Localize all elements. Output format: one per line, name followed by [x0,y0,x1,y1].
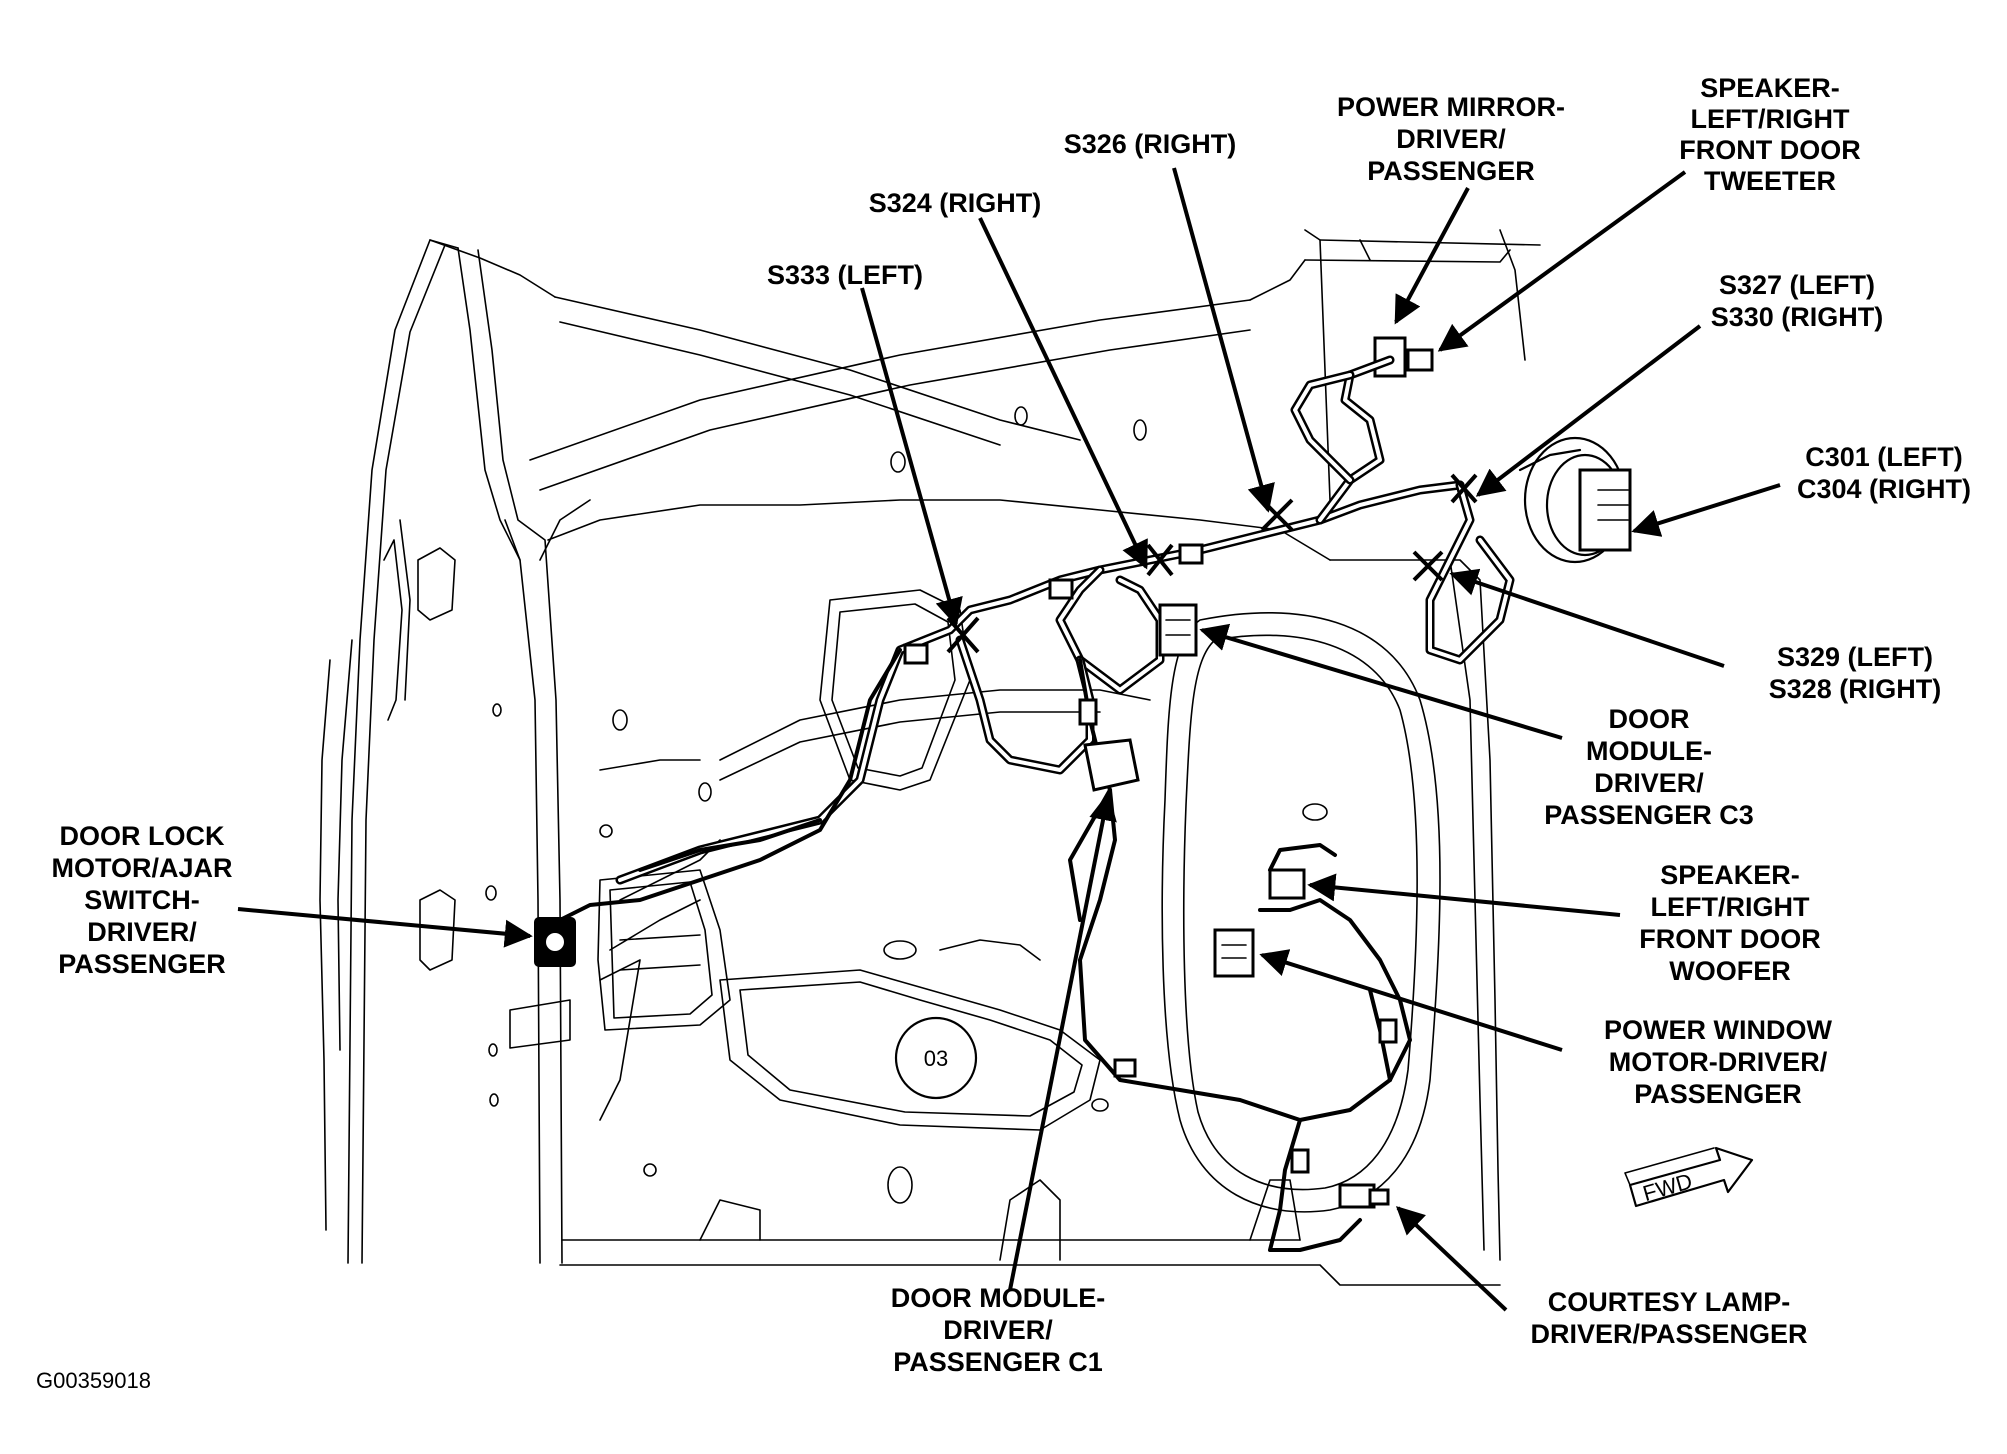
c1-connector [1083,738,1140,792]
wire-harness [538,355,1515,1252]
svg-text:DOOR MODULE-: DOOR MODULE- [891,1283,1105,1313]
svg-text:PASSENGER: PASSENGER [1634,1079,1802,1109]
label-door-lock: DOOR LOCK MOTOR/AJAR SWITCH- DRIVER/ PAS… [51,821,232,979]
svg-text:MODULE-: MODULE- [1586,736,1712,766]
svg-text:S330 (RIGHT): S330 (RIGHT) [1711,302,1884,332]
label-door-module-c1: DOOR MODULE- DRIVER/ PASSENGER C1 [891,1283,1105,1377]
svg-text:DOOR LOCK: DOOR LOCK [60,821,225,851]
label-c301-c304: C301 (LEFT) C304 (RIGHT) [1797,442,1971,504]
tweeter-connector [1373,336,1434,378]
svg-text:S327 (LEFT): S327 (LEFT) [1719,270,1875,300]
leader-lines [237,167,1781,1312]
svg-text:TWEETER: TWEETER [1704,166,1836,196]
label-s324-right: S324 (RIGHT) [869,188,1042,218]
svg-text:DRIVER/: DRIVER/ [1594,768,1704,798]
c3-connector [1158,603,1198,657]
label-s329-s328: S329 (LEFT) S328 (RIGHT) [1769,642,1942,704]
svg-text:FRONT DOOR: FRONT DOOR [1639,924,1821,954]
panel-stamp-text: 03 [924,1046,948,1071]
door-panel-outline [319,229,1754,1286]
svg-text:PASSENGER C1: PASSENGER C1 [893,1347,1103,1377]
label-s326-right: S326 (RIGHT) [1064,129,1237,159]
svg-text:PASSENGER: PASSENGER [58,949,226,979]
svg-text:POWER WINDOW: POWER WINDOW [1604,1015,1832,1045]
svg-text:PASSENGER C3: PASSENGER C3 [1544,800,1754,830]
power-window-connector [1213,928,1255,978]
svg-text:SPEAKER-: SPEAKER- [1700,73,1840,103]
fwd-arrow-label: FWD [1640,1168,1695,1206]
svg-text:S329 (LEFT): S329 (LEFT) [1777,642,1933,672]
woofer-connector [1268,868,1306,900]
label-door-module-c3: DOOR MODULE- DRIVER/ PASSENGER C3 [1544,704,1754,830]
svg-text:DRIVER/: DRIVER/ [87,917,197,947]
svg-text:LEFT/RIGHT: LEFT/RIGHT [1651,892,1810,922]
c301-c304-connector [1518,436,1632,564]
svg-text:DRIVER/PASSENGER: DRIVER/PASSENGER [1530,1319,1807,1349]
fwd-arrow-icon [1624,1146,1754,1208]
label-courtesy-lamp: COURTESY LAMP- DRIVER/PASSENGER [1530,1287,1807,1349]
label-speaker-woofer: SPEAKER- LEFT/RIGHT FRONT DOOR WOOFER [1639,860,1821,986]
svg-text:LEFT/RIGHT: LEFT/RIGHT [1691,104,1850,134]
svg-text:PASSENGER: PASSENGER [1367,156,1535,186]
svg-text:DRIVER/: DRIVER/ [943,1315,1053,1345]
svg-text:COURTESY LAMP-: COURTESY LAMP- [1548,1287,1791,1317]
svg-text:SPEAKER-: SPEAKER- [1660,860,1800,890]
label-power-window: POWER WINDOW MOTOR-DRIVER/ PASSENGER [1604,1015,1832,1109]
svg-text:C304 (RIGHT): C304 (RIGHT) [1797,474,1971,504]
svg-text:WOOFER: WOOFER [1669,956,1791,986]
label-speaker-tweeter: SPEAKER- LEFT/RIGHT FRONT DOOR TWEETER [1679,73,1861,196]
label-s327-s330: S327 (LEFT) S330 (RIGHT) [1711,270,1884,332]
svg-text:MOTOR/AJAR: MOTOR/AJAR [51,853,232,883]
svg-text:S328 (RIGHT): S328 (RIGHT) [1769,674,1942,704]
svg-text:POWER MIRROR-: POWER MIRROR- [1337,92,1565,122]
svg-text:C301 (LEFT): C301 (LEFT) [1805,442,1963,472]
svg-text:DOOR: DOOR [1609,704,1690,734]
label-power-mirror: POWER MIRROR- DRIVER/ PASSENGER [1337,92,1565,186]
callout-labels: S326 (RIGHT) S324 (RIGHT) S333 (LEFT) PO… [36,73,1971,1393]
label-s333-left: S333 (LEFT) [767,260,923,290]
svg-text:FRONT DOOR: FRONT DOOR [1679,135,1861,165]
splice-marks [946,473,1478,654]
svg-text:SWITCH-: SWITCH- [84,885,199,915]
harness-connectors [534,543,1398,1209]
svg-text:MOTOR-DRIVER/: MOTOR-DRIVER/ [1609,1047,1828,1077]
panel-stamp-circle [894,1016,978,1100]
figure-id: G00359018 [36,1368,151,1393]
svg-text:DRIVER/: DRIVER/ [1396,124,1506,154]
